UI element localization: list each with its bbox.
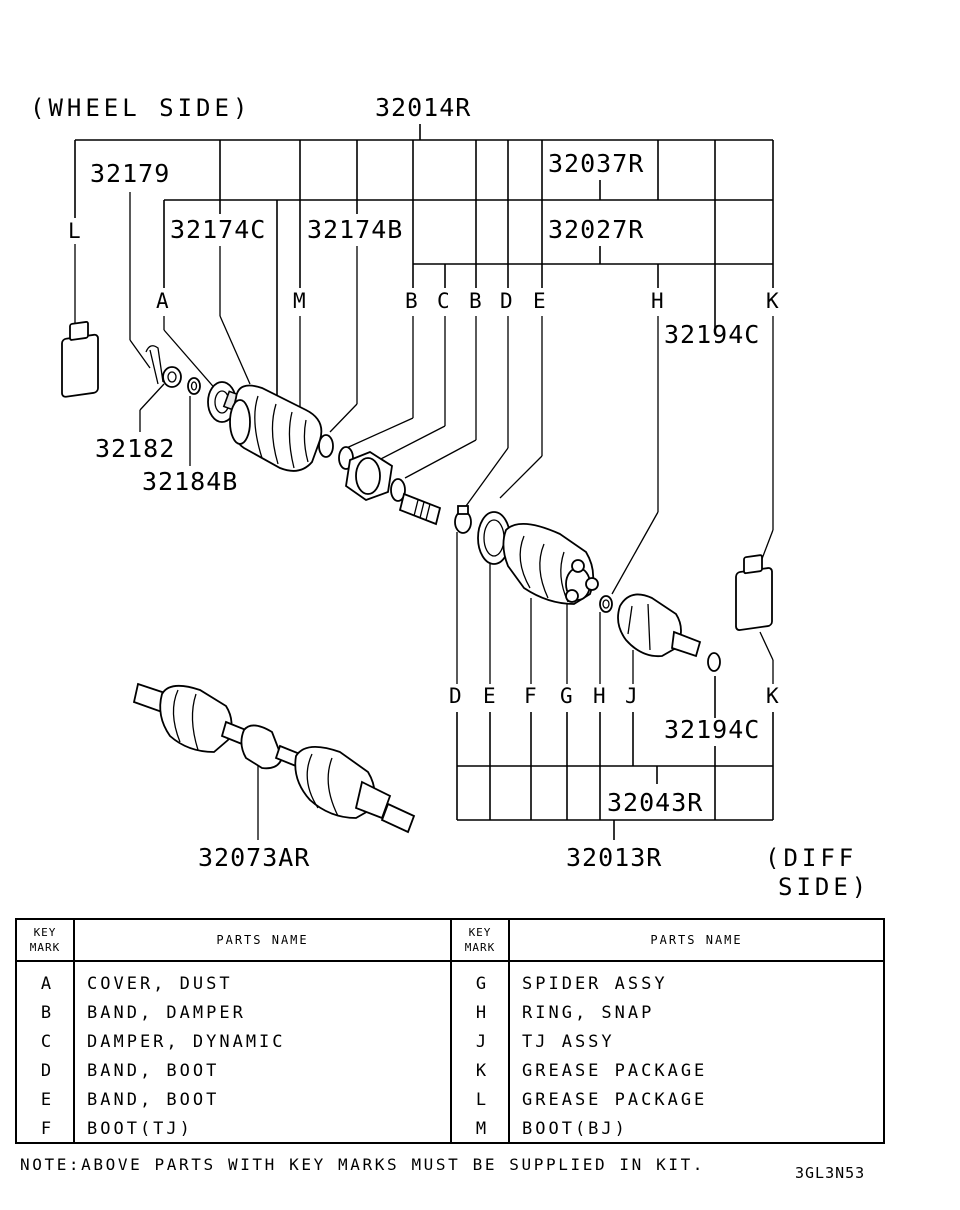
key-mark-header: KEY MARK — [452, 920, 510, 960]
row-key: E — [40, 1090, 52, 1110]
bj-boot — [229, 384, 323, 472]
key-mark-E: E — [483, 684, 496, 708]
key-mark-header: KEY MARK — [17, 920, 75, 960]
damper-band — [390, 478, 406, 502]
row-part-name: BAND, BOOT — [87, 1061, 220, 1081]
part-number-32037R: 32037R — [548, 149, 644, 178]
key-mark-F: F — [524, 684, 537, 708]
parts-table-left-column: KEY MARK PARTS NAME A COVER, DUST B BAND, … — [17, 920, 452, 1142]
callout-bracket-lines — [74, 124, 774, 840]
row-part-name: BOOT(BJ) — [522, 1119, 628, 1139]
table-row: D BAND, BOOT — [17, 1057, 450, 1086]
row-key: G — [475, 974, 487, 994]
exploded-parts-diagram: (WHEEL SIDE) (DIFF SIDE) 32014R 32037R 3… — [30, 93, 870, 901]
row-part-name: BOOT(TJ) — [87, 1119, 193, 1139]
tj-assy — [617, 593, 721, 672]
key-mark-D: D — [449, 684, 462, 708]
row-part-name: BAND, DAMPER — [87, 1003, 246, 1023]
key-mark-K: K — [766, 289, 779, 313]
row-key: A — [40, 974, 52, 994]
key-mark-H: H — [593, 684, 606, 708]
row-part-name: RING, SNAP — [522, 1003, 655, 1023]
nut — [162, 366, 182, 388]
row-key: L — [475, 1090, 487, 1110]
part-number-32194C-bottom: 32194C — [664, 715, 760, 744]
row-part-name: DAMPER, DYNAMIC — [87, 1032, 286, 1052]
row-key: H — [475, 1003, 487, 1023]
kit-note: NOTE:ABOVE PARTS WITH KEY MARKS MUST BE … — [20, 1155, 706, 1174]
row-key: B — [40, 1003, 52, 1023]
table-header: KEY MARK PARTS NAME — [452, 920, 883, 962]
table-row: J TJ ASSY — [452, 1028, 883, 1057]
row-key: C — [40, 1032, 52, 1052]
key-mark-L: L — [68, 219, 81, 243]
parts-table: KEY MARK PARTS NAME A COVER, DUST B BAND, … — [15, 918, 885, 1144]
parts-name-header: PARTS NAME — [216, 933, 309, 947]
row-part-name: TJ ASSY — [522, 1032, 615, 1052]
part-number-32014R: 32014R — [375, 93, 471, 122]
table-row: A COVER, DUST — [17, 970, 450, 999]
table-row: L GREASE PACKAGE — [452, 1086, 883, 1115]
part-number-32194C-top: 32194C — [664, 320, 760, 349]
assembled-drive-shaft — [132, 682, 416, 834]
part-number-32013R: 32013R — [566, 843, 662, 872]
table-row: K GREASE PACKAGE — [452, 1057, 883, 1086]
key-mark-B: B — [405, 289, 418, 313]
part-number-32179: 32179 — [90, 159, 170, 188]
table-row: F BOOT(TJ) — [17, 1115, 450, 1144]
grease-package-k — [735, 554, 773, 631]
shaft — [398, 492, 442, 526]
table-row: G SPIDER ASSY — [452, 970, 883, 999]
part-number-32182: 32182 — [95, 434, 175, 463]
key-mark-G: G — [560, 684, 573, 708]
cotter-pin — [145, 345, 164, 385]
key-mark-E: E — [533, 289, 546, 313]
key-mark-J: J — [625, 684, 638, 708]
table-row: M BOOT(BJ) — [452, 1115, 883, 1144]
spider-assy — [565, 559, 599, 603]
part-number-32027R: 32027R — [548, 215, 644, 244]
row-part-name: COVER, DUST — [87, 974, 233, 994]
part-number-32184B: 32184B — [142, 467, 238, 496]
part-number-32073AR: 32073AR — [198, 843, 310, 872]
row-part-name: BAND, BOOT — [87, 1090, 220, 1110]
parts-table-right-column: KEY MARK PARTS NAME G SPIDER ASSY H RING, … — [452, 920, 883, 1142]
table-row: E BAND, BOOT — [17, 1086, 450, 1115]
washer — [187, 377, 201, 395]
key-mark-M: M — [293, 289, 306, 313]
key-mark-H: H — [651, 289, 664, 313]
key-mark-A: A — [156, 289, 169, 313]
key-mark-K: K — [766, 684, 779, 708]
key-mark-C: C — [437, 289, 450, 313]
table-header: KEY MARK PARTS NAME — [17, 920, 450, 962]
grease-package-l — [61, 320, 99, 398]
damper-band — [318, 434, 354, 470]
row-part-name: GREASE PACKAGE — [522, 1090, 708, 1110]
key-mark-D: D — [500, 289, 513, 313]
table-body: A COVER, DUST B BAND, DAMPER C DAMPER, DYNA… — [17, 962, 450, 1142]
row-part-name: SPIDER ASSY — [522, 974, 668, 994]
table-row: B BAND, DAMPER — [17, 999, 450, 1028]
wheel-side-label: (WHEEL SIDE) — [30, 94, 251, 122]
boot-band-d — [454, 505, 472, 534]
key-mark-B: B — [469, 289, 482, 313]
diff-side-label-line1: (DIFF — [765, 844, 857, 872]
snap-ring — [599, 595, 613, 613]
part-number-32043R: 32043R — [607, 788, 703, 817]
table-row: H RING, SNAP — [452, 999, 883, 1028]
parts-name-header: PARTS NAME — [650, 933, 743, 947]
diff-side-label-line2: SIDE) — [778, 873, 870, 901]
row-key: J — [475, 1032, 487, 1052]
part-number-32174B: 32174B — [307, 215, 403, 244]
table-row: C DAMPER, DYNAMIC — [17, 1028, 450, 1057]
dynamic-damper — [345, 450, 393, 502]
row-key: D — [40, 1061, 52, 1081]
row-part-name: GREASE PACKAGE — [522, 1061, 708, 1081]
row-key: K — [475, 1061, 487, 1081]
table-body: G SPIDER ASSY H RING, SNAP J TJ ASSY K GREAS… — [452, 962, 883, 1142]
part-number-32174C: 32174C — [170, 215, 266, 244]
row-key: F — [40, 1119, 52, 1139]
diagram-code: 3GL3N53 — [795, 1164, 866, 1182]
row-key: M — [475, 1119, 487, 1139]
